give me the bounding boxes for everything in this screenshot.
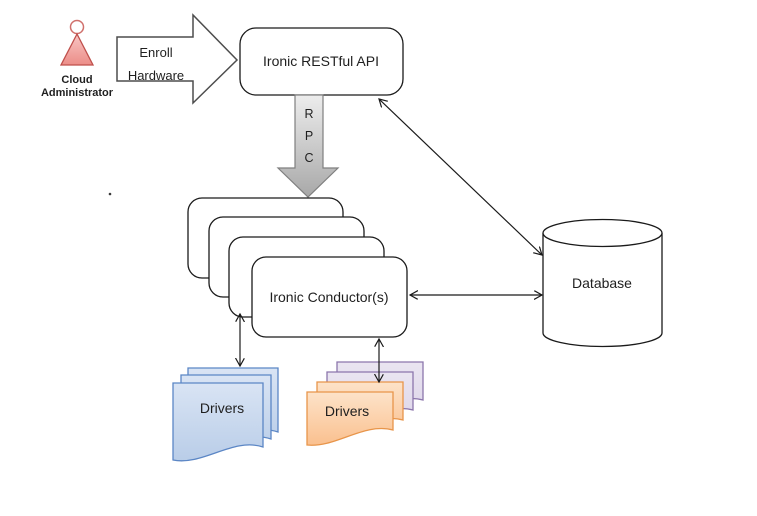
conductor-label: Ironic Conductor(s) (269, 289, 388, 305)
cloud-admin-label-line2: Administrator (41, 87, 114, 99)
drivers-blue-label: Drivers (200, 400, 244, 416)
cloud-admin-label-line1: Cloud (61, 74, 92, 86)
arrow-api-database (379, 99, 542, 255)
rpc-letter-p: P (305, 129, 313, 143)
person-head-icon (69, 19, 85, 35)
database-cylinder-top (542, 218, 663, 248)
stray-dot (108, 192, 112, 196)
rpc-letter-c: C (304, 151, 313, 165)
person-body-icon (59, 32, 95, 66)
drivers-orange-label: Drivers (325, 403, 369, 419)
enroll-label-line1: Enroll (139, 45, 172, 60)
rpc-letter-r: R (304, 107, 313, 121)
drivers-blue-doc-front (172, 382, 264, 462)
enroll-label-line2: Hardware (128, 68, 184, 83)
database-cylinder-body (542, 233, 663, 348)
conductor-box (251, 256, 408, 338)
database-cylinder (542, 218, 663, 348)
drivers-stack-blue (172, 367, 279, 462)
database-label: Database (572, 275, 632, 291)
api-label: Ironic RESTful API (263, 53, 379, 69)
rpc-arrow (276, 94, 340, 198)
drivers-orange-doc-front (306, 391, 394, 446)
drivers-stack-orange (306, 361, 424, 446)
cloud-admin-icon (59, 19, 95, 66)
enroll-hardware-arrow (116, 13, 239, 105)
